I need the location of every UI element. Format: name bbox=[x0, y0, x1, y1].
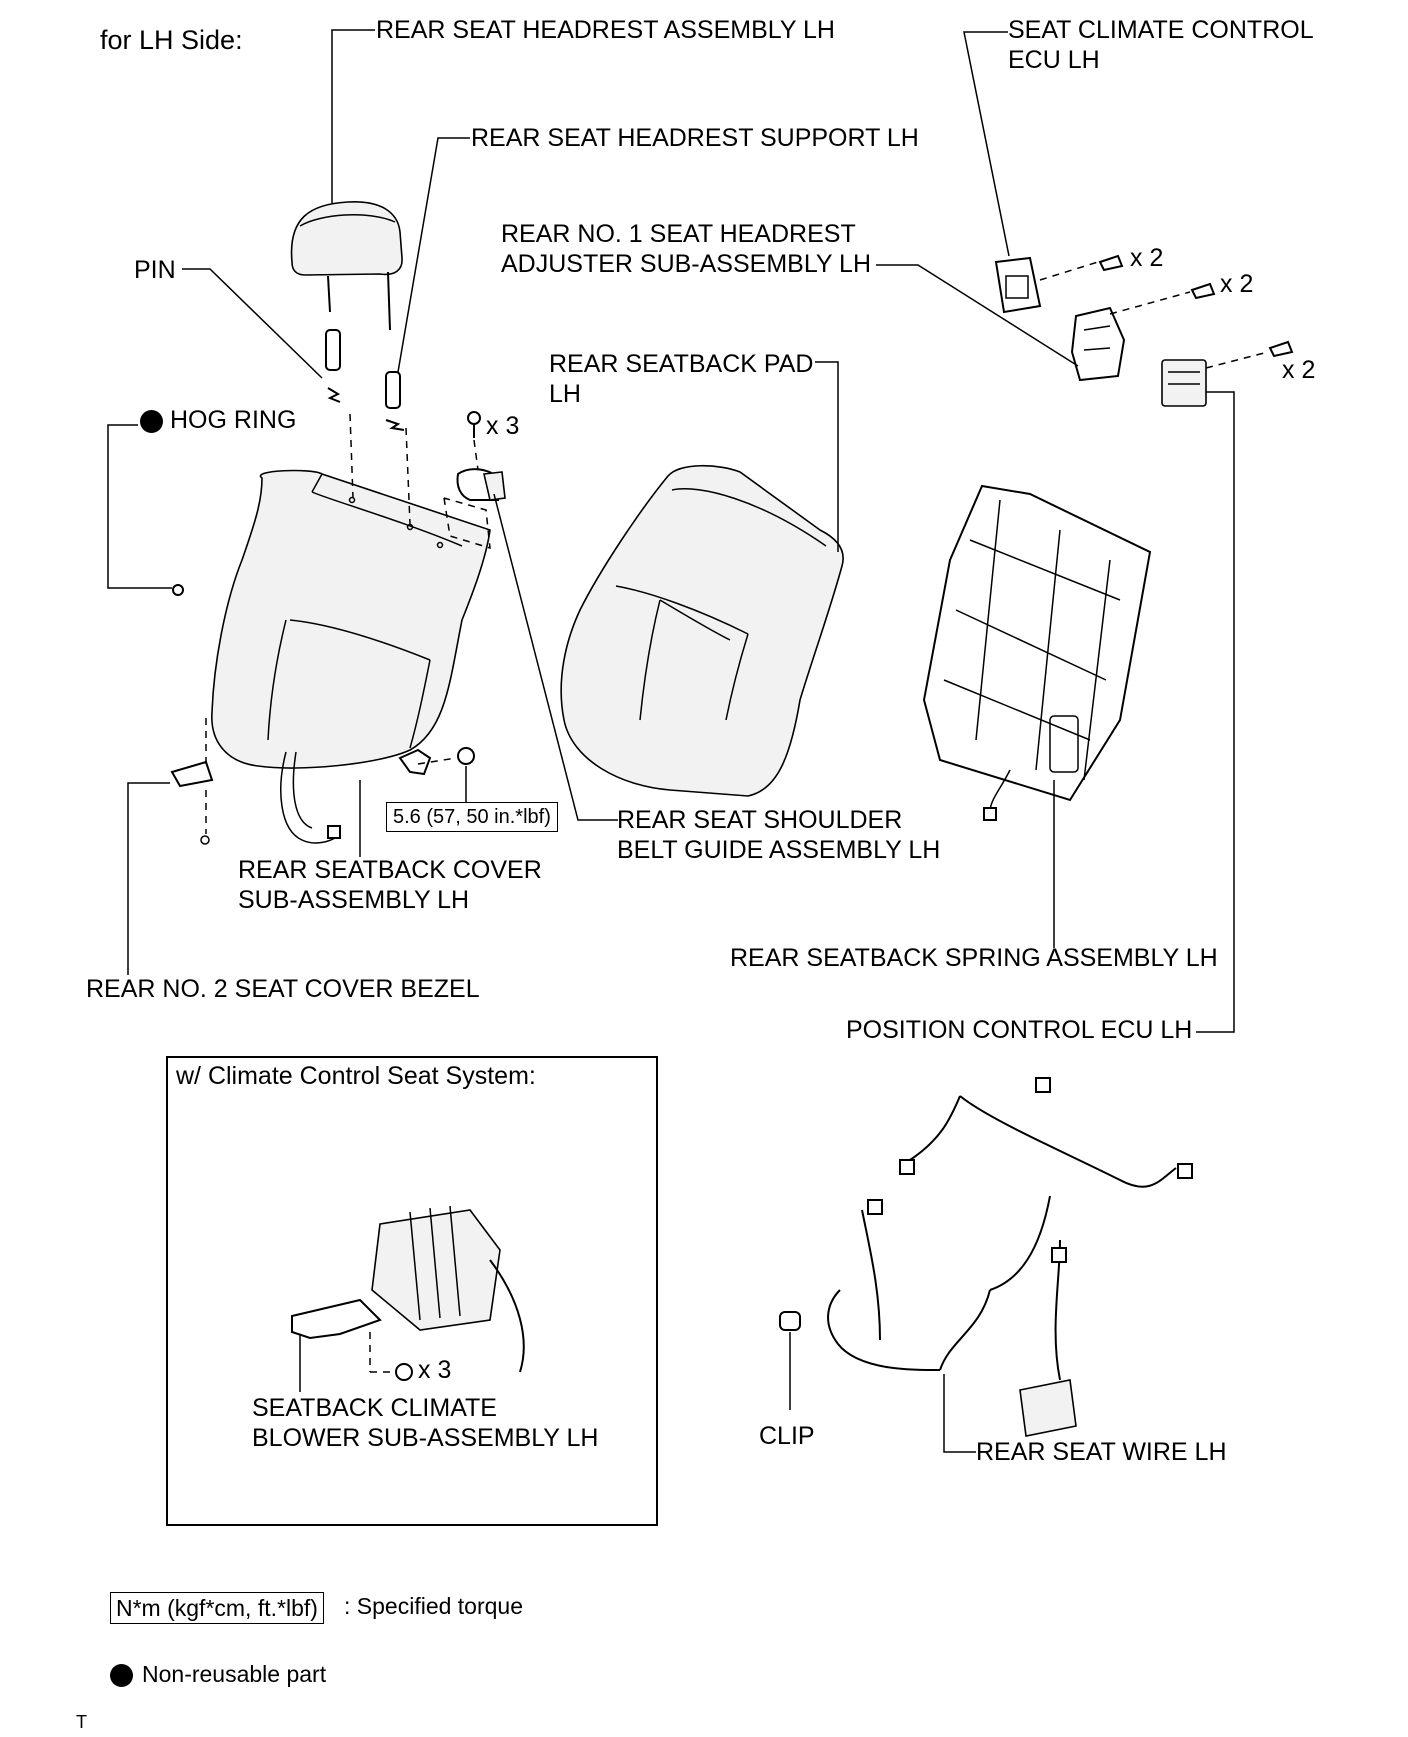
belt-guide-label-line1: REAR SEAT SHOULDER bbox=[617, 806, 903, 834]
seatback-pad-drawing bbox=[560, 464, 844, 797]
blower-drawing bbox=[291, 1205, 525, 1381]
legend-nonreusable-desc: Non-reusable part bbox=[142, 1661, 327, 1687]
legend-torque-box: N*m (kgf*cm, ft.*lbf) bbox=[110, 1592, 324, 1624]
seatback-cover-drawing bbox=[211, 469, 491, 844]
climate-ecu-drawing bbox=[994, 254, 1124, 314]
legend-nonreusable-dot bbox=[110, 1664, 133, 1687]
climate-ecu-label-line2: ECU LH bbox=[1008, 46, 1100, 74]
adjuster-label-line1: REAR NO. 1 SEAT HEADREST bbox=[501, 220, 856, 248]
belt-guide-label-line2: BELT GUIDE ASSEMBLY LH bbox=[617, 836, 941, 864]
seatback-pad-label-line2: LH bbox=[549, 380, 581, 408]
belt-guide-drawing bbox=[456, 411, 506, 501]
inset-title: w/ Climate Control Seat System: bbox=[176, 1062, 536, 1090]
adjuster-screw-qty: x 2 bbox=[1220, 270, 1254, 298]
hog-ring-label: HOG RING bbox=[170, 406, 297, 434]
diagram-title: for LH Side: bbox=[100, 25, 243, 55]
adjuster-label-line2: ADJUSTER SUB-ASSEMBLY LH bbox=[501, 250, 872, 278]
headrest-support-label: REAR SEAT HEADREST SUPPORT LH bbox=[471, 124, 919, 152]
position-ecu-label: POSITION CONTROL ECU LH bbox=[846, 1016, 1193, 1044]
seatback-cover-label-line2: SUB-ASSEMBLY LH bbox=[238, 886, 470, 914]
spring-assembly-label: REAR SEATBACK SPRING ASSEMBLY LH bbox=[730, 944, 1218, 972]
headrest-label: REAR SEAT HEADREST ASSEMBLY LH bbox=[376, 16, 835, 44]
belt-guide-screw-qty: x 3 bbox=[486, 412, 520, 440]
pin-label: PIN bbox=[134, 256, 176, 284]
spring-assembly-drawing bbox=[922, 484, 1152, 821]
position-ecu-screw-qty: x 2 bbox=[1282, 356, 1316, 384]
headrest-drawing bbox=[290, 201, 405, 431]
rear-seat-wire-label: REAR SEAT WIRE LH bbox=[976, 1438, 1227, 1466]
corner-mark: T bbox=[76, 1712, 87, 1732]
blower-nut-qty: x 3 bbox=[418, 1356, 452, 1384]
cover-bezel-drawing bbox=[170, 760, 214, 845]
seatback-pad-label-line1: REAR SEATBACK PAD bbox=[549, 350, 814, 378]
adjuster-drawing bbox=[1070, 282, 1216, 382]
torque-spec-box: 5.6 (57, 50 in.*lbf) bbox=[386, 802, 558, 832]
rear-seat-wire-drawing bbox=[827, 1077, 1193, 1437]
nonreusable-marker bbox=[140, 410, 163, 433]
clip-drawing bbox=[779, 1311, 801, 1331]
legend-torque-desc: : Specified torque bbox=[344, 1593, 524, 1619]
cover-bezel-label: REAR NO. 2 SEAT COVER BEZEL bbox=[86, 975, 480, 1003]
seatback-cover-label-line1: REAR SEATBACK COVER bbox=[238, 856, 542, 884]
blower-label-line2: BLOWER SUB-ASSEMBLY LH bbox=[252, 1424, 599, 1452]
climate-ecu-screw-qty: x 2 bbox=[1130, 244, 1164, 272]
climate-control-inset bbox=[166, 1056, 658, 1526]
clip-label: CLIP bbox=[759, 1422, 815, 1450]
position-ecu-drawing bbox=[1161, 340, 1294, 407]
climate-ecu-label-line1: SEAT CLIMATE CONTROL bbox=[1008, 16, 1314, 44]
blower-label-line1: SEATBACK CLIMATE bbox=[252, 1394, 497, 1422]
